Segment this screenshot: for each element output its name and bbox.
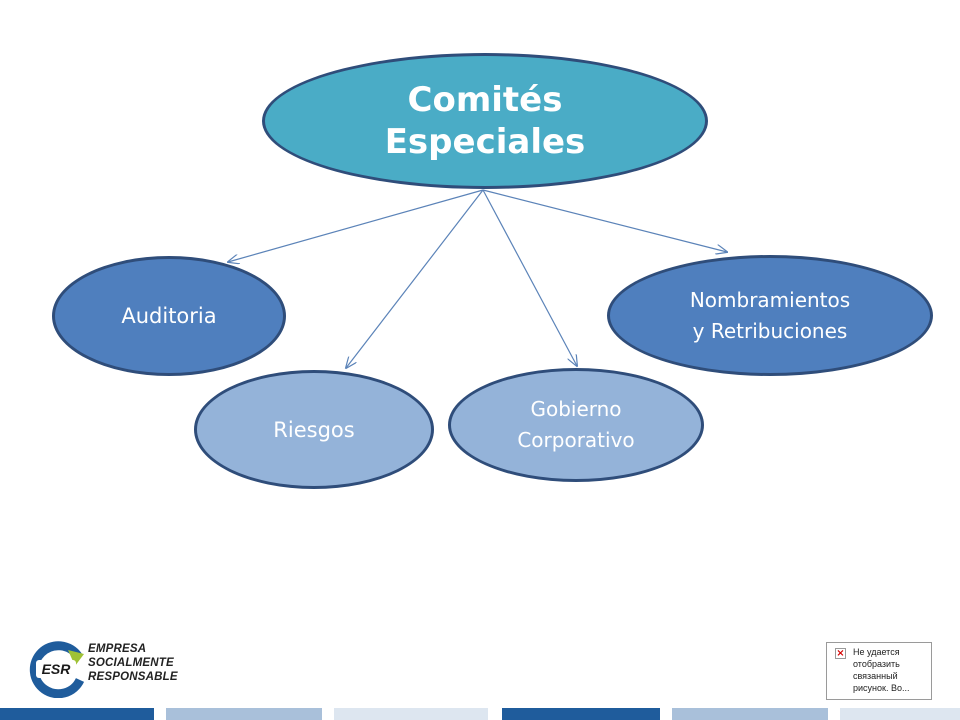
broken-image-x-icon: × (835, 648, 846, 659)
footer-segment (502, 708, 660, 720)
footer-segment (0, 708, 154, 720)
arrow-to-nombramientos (482, 189, 727, 252)
esr-logo-mark-text: ESR (42, 661, 72, 677)
arrow-to-gobierno (482, 189, 577, 366)
footer-segment (166, 708, 322, 720)
broken-image-message: Не удается отобразить связанный рисунок.… (853, 647, 910, 693)
esr-logo-mark: ESR (29, 641, 85, 698)
footer-segment (334, 708, 488, 720)
broken-image-placeholder: × Не удается отобразить связанный рисуно… (826, 642, 932, 700)
logo-line-2: SOCIALMENTE (88, 657, 174, 669)
footer-segment (840, 708, 960, 720)
node-comites-especiales: Comités Especiales (262, 53, 708, 189)
esr-logo: ESR EMPRESA SOCIALMENTE RESPONSABLE (28, 640, 178, 700)
node-gobierno-corporativo: Gobierno Corporativo (448, 368, 704, 482)
logo-line-1: EMPRESA (88, 643, 147, 655)
footer-bar (0, 708, 960, 720)
node-riesgos: Riesgos (194, 370, 434, 489)
node-nombramientos-retribuciones: Nombramientos y Retribuciones (607, 255, 933, 376)
logo-line-3: RESPONSABLE (88, 671, 178, 683)
node-auditoria: Auditoria (52, 256, 286, 376)
arrow-to-riesgos (346, 189, 484, 368)
arrow-to-auditoria (228, 189, 484, 262)
footer-segment (672, 708, 828, 720)
